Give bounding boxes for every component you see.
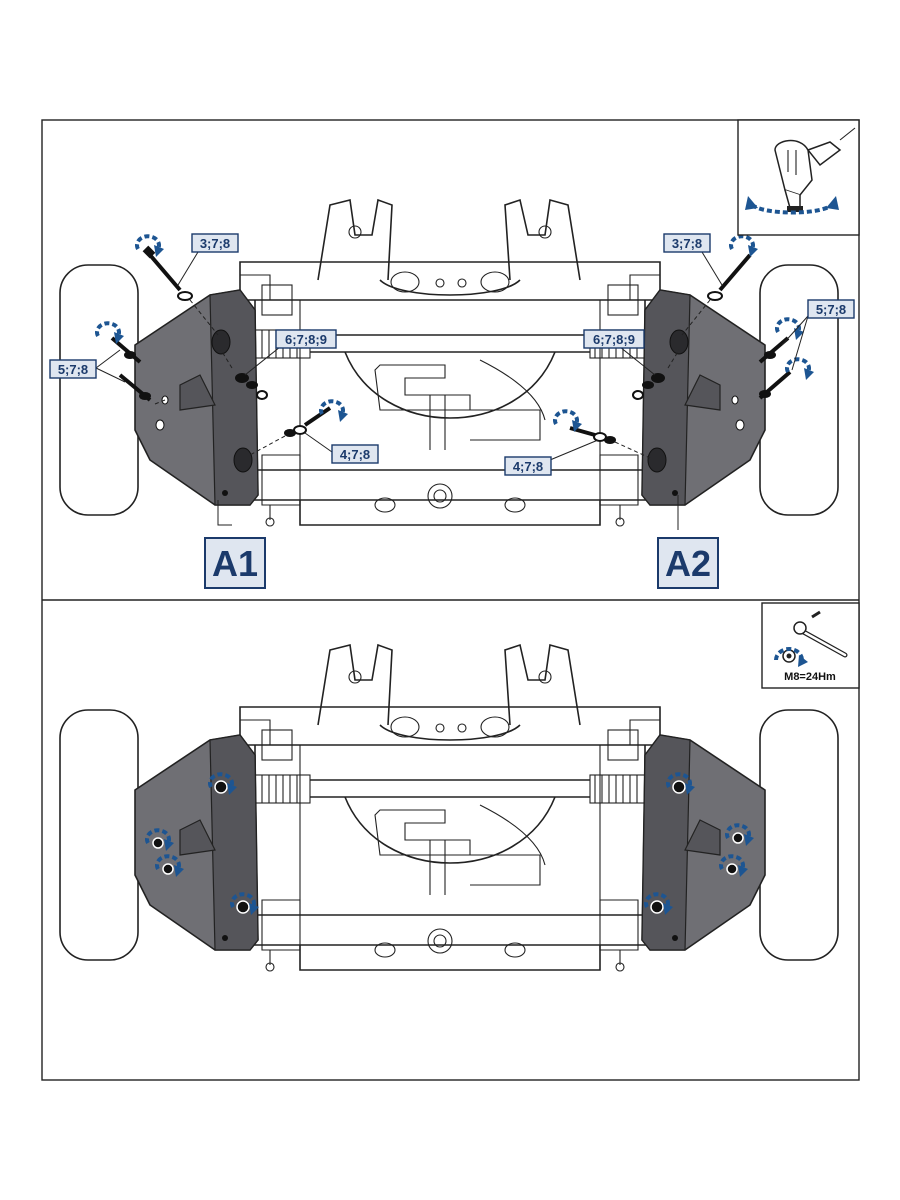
bolt-set-left-middle [220,349,268,400]
part-label-a1: A1 [204,500,266,589]
inset-torque-wrench: M8=24Hm [761,602,860,689]
mount-hole [233,447,253,473]
callout-left-middle: 6;7;8;9 [244,329,337,376]
svg-text:3;7;8: 3;7;8 [672,236,702,251]
svg-text:A2: A2 [665,543,711,584]
inset-hand-tighten [737,119,860,236]
callout-left-top: 3;7;8 [177,233,239,286]
tightened-bolt [208,772,239,797]
svg-text:4;7;8: 4;7;8 [513,459,543,474]
bolt-set-left-side [95,321,166,405]
bolt-set-right-side [758,317,816,400]
bolt-set-right-bottom [553,409,651,459]
svg-text:6;7;8;9: 6;7;8;9 [593,332,635,347]
tightened-bolt [666,772,697,797]
rotate-arrow-icon [95,321,126,346]
torque-wrench-icon [774,610,848,667]
bolt-set-right-middle [632,349,680,400]
bolt-set-left-top [135,234,219,336]
torque-spec-label: M8=24Hm [784,671,836,683]
svg-text:6;7;8;9: 6;7;8;9 [285,332,327,347]
callout-right-bottom: 4;7;8 [504,439,599,476]
callout-right-top: 3;7;8 [663,233,723,286]
tightened-bolt [719,854,750,879]
bolt-set-left-bottom [249,399,350,456]
hand-tighten-icon [745,127,856,215]
callout-right-side: 5;7;8 [781,299,855,371]
mount-hole [647,447,667,473]
callout-right-middle: 6;7;8;9 [583,329,656,376]
tightened-bolt [145,828,176,853]
svg-text:3;7;8: 3;7;8 [200,236,230,251]
bolt-set-right-top [681,234,760,336]
panel-2 [59,644,839,972]
panel-1: 3;7;8 5;7;8 6;7;8;9 4;7;8 3;7;8 5;7 [49,119,860,589]
tightened-bolt [644,892,675,917]
tightened-bolt [155,854,186,879]
skid-plate-a2 [641,289,766,506]
callout-left-bottom: 4;7;8 [304,432,379,464]
svg-text:A1: A1 [212,543,258,584]
rotate-arrow-icon [729,234,760,259]
mount-hole [211,329,231,355]
skid-plate-a1 [134,289,259,506]
part-label-a2: A2 [657,495,719,589]
svg-text:5;7;8: 5;7;8 [58,362,88,377]
callout-left-side: 5;7;8 [49,349,126,383]
rotate-arrow-icon [775,317,806,342]
mount-hole [669,329,689,355]
rotate-arrow-icon [785,357,816,382]
svg-text:4;7;8: 4;7;8 [340,447,370,462]
svg-text:5;7;8: 5;7;8 [816,302,846,317]
tightened-bolt [230,892,261,917]
tightened-bolt [725,823,756,848]
